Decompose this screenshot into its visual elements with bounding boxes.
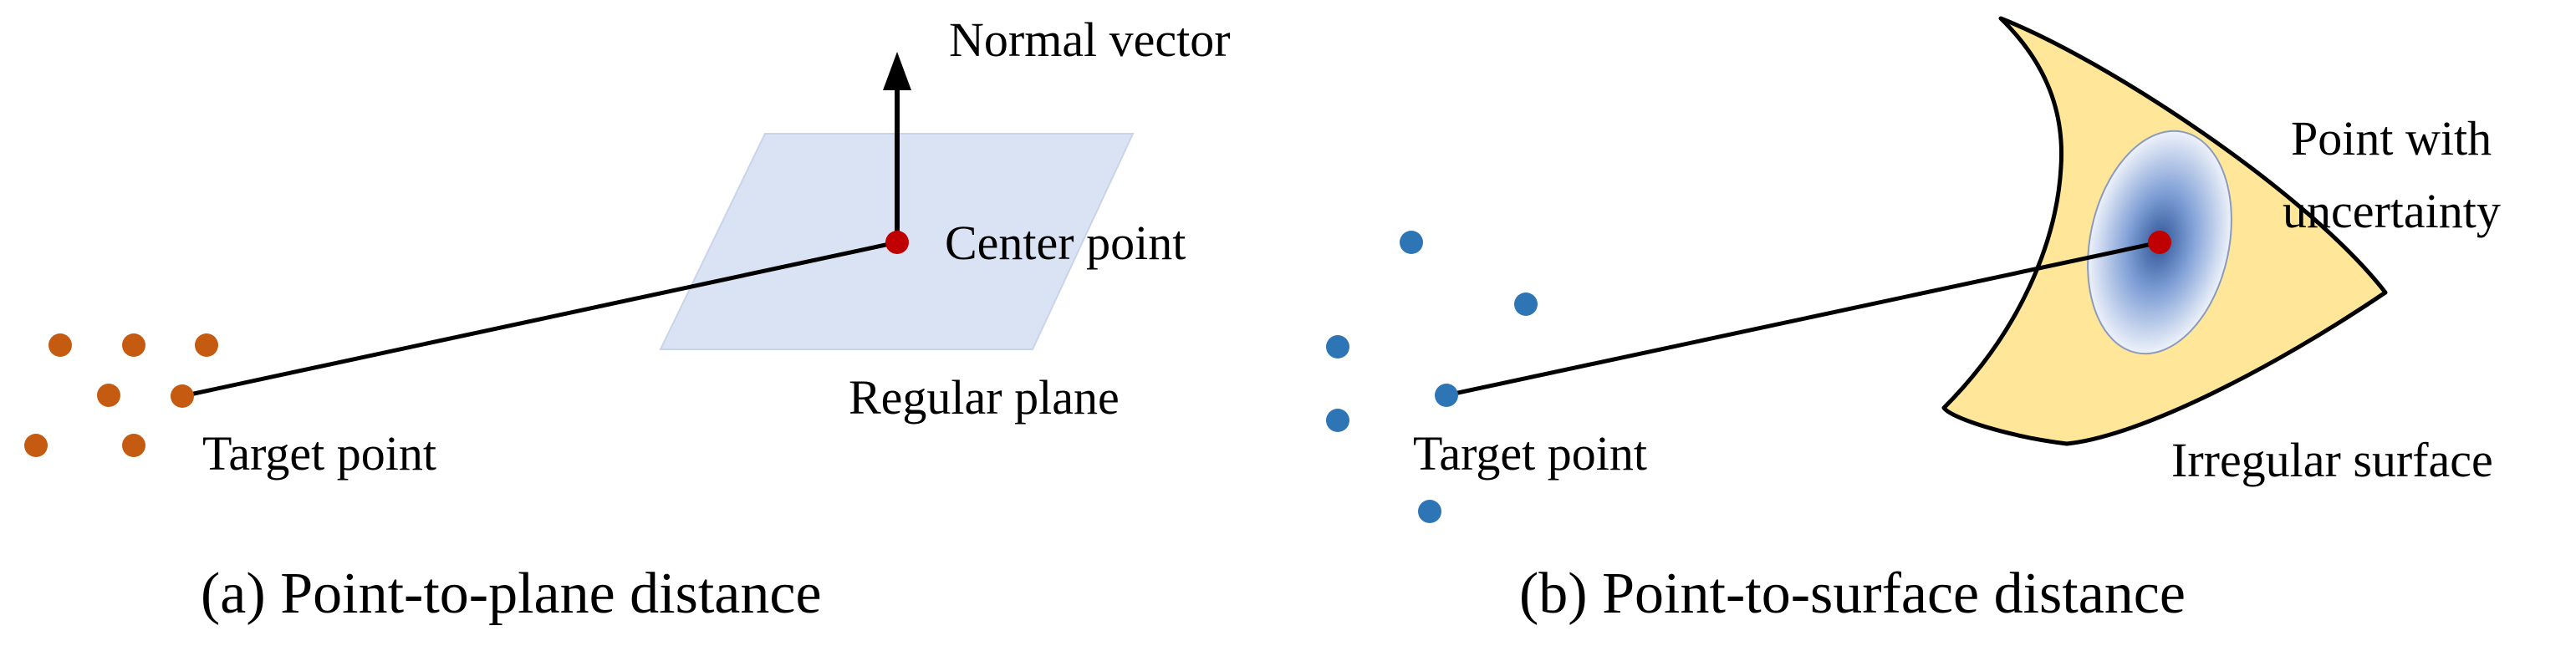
orange-point [97,384,120,407]
blue-point [1514,292,1538,316]
center-point-label: Center point [945,216,1186,270]
orange-point [122,434,145,457]
caption-a: (a) Point-to-plane distance [201,562,822,626]
blue-point [1400,231,1423,254]
normal-vector-arrowhead [883,52,911,90]
normal-vector-label: Normal vector [949,13,1231,67]
regular-plane-label: Regular plane [849,370,1120,425]
orange-point [195,333,218,357]
point-with-uncertainty-label-line2: uncertainty [2283,184,2501,238]
orange-point [48,333,72,357]
orange-point [171,384,194,408]
blue-point [1418,500,1441,523]
target-point-cloud-a [24,333,218,457]
blue-point [1326,409,1349,432]
distance-line-b [1446,240,2160,398]
target-point-label-b: Target point [1413,426,1647,481]
point-with-uncertainty-label-line1: Point with [2291,111,2492,165]
caption-b: (b) Point-to-surface distance [1519,562,2186,626]
blue-point [1326,335,1349,359]
target-point-label-a: Target point [202,426,436,481]
irregular-surface-label: Irregular surface [2171,433,2493,487]
orange-point [122,333,145,357]
panel-b: Point with uncertainty Irregular surface… [1326,16,2501,626]
blue-point [1435,384,1458,407]
uncertain-point [2148,231,2171,254]
distance-line-a [181,240,898,399]
panel-a: Normal vector Center point Regular plane… [24,13,1231,626]
center-point [885,231,909,254]
target-point-cloud-b [1326,231,1538,523]
orange-point [24,434,48,457]
